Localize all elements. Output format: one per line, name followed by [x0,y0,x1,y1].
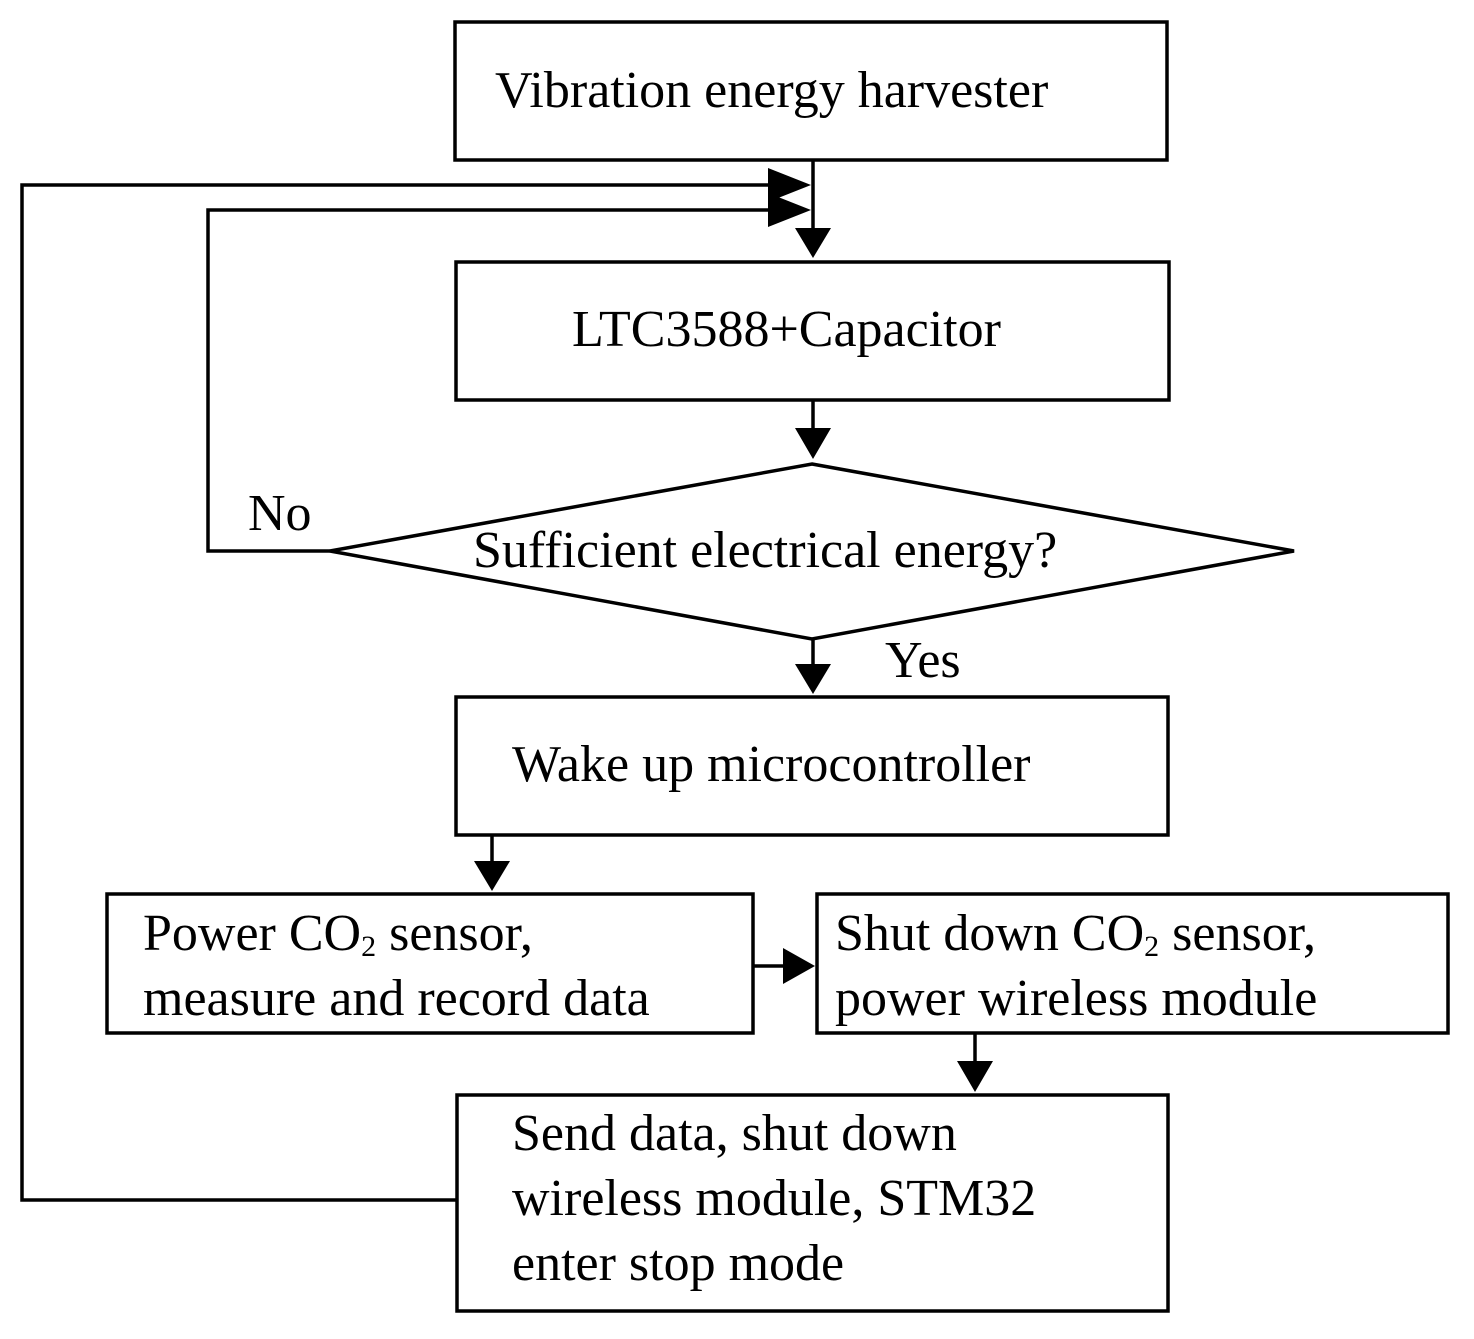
edge-power-to-shutdown-sensor [753,948,815,984]
arrowhead-right-icon [768,168,811,202]
edge-decision-no-loop: No [206,193,811,553]
arrowhead-down-icon [795,228,831,258]
node-label-line3: enter stop mode [512,1235,844,1292]
node-label-line1: Power CO2 sensor, [143,905,533,963]
edge-wake-to-power-sensor [474,835,510,891]
arrowhead-down-icon [957,1061,993,1092]
label-text: sensor, [376,905,533,962]
node-shut-down-co2-sensor: Shut down CO2 sensor, power wireless mod… [815,892,1450,1035]
node-vibration-energy-harvester: Vibration energy harvester [453,20,1169,162]
node-wake-up-microcontroller: Wake up microcontroller [454,695,1170,837]
node-box [105,892,755,1035]
edge-decision-yes: Yes [795,632,961,694]
edge-label-no: No [248,485,312,542]
node-label: Wake up microcontroller [512,736,1031,793]
node-label: Vibration energy harvester [495,62,1048,119]
node-box [815,892,1450,1035]
node-box [453,20,1169,162]
node-label-line2: wireless module, STM32 [512,1170,1036,1227]
node-energy-decision: Sufficient electrical energy? [329,462,1295,641]
arrowhead-down-icon [474,861,510,891]
subscript-2: 2 [361,930,376,963]
edge-label-yes: Yes [885,632,961,689]
node-power-co2-sensor: Power CO2 sensor, measure and record dat… [105,892,755,1035]
edge-send-return-loop [20,168,811,1202]
node-box [454,695,1170,837]
connector-line [206,208,780,553]
arrowhead-right-icon [768,193,811,227]
arrowhead-right-icon [783,948,815,984]
label-text: sensor, [1159,905,1316,962]
subscript-2: 2 [1144,930,1159,963]
node-label-line1: Shut down CO2 sensor, [835,905,1316,963]
edge-shutdown-to-send [957,1033,993,1092]
node-ltc3588-capacitor: LTC3588+Capacitor [454,260,1171,402]
node-send-data: Send data, shut down wireless module, ST… [455,1093,1170,1313]
node-label-line1: Send data, shut down [512,1105,957,1162]
connector-line [20,183,780,1202]
node-label: LTC3588+Capacitor [572,301,1001,358]
arrowhead-down-icon [795,428,831,459]
node-box [455,1093,1170,1313]
edge-harvester-to-ltc [795,160,831,258]
arrowhead-down-icon [795,664,831,694]
node-label: Sufficient electrical energy? [473,522,1057,579]
label-text: Power CO [143,905,361,962]
label-text: Shut down CO [835,905,1144,962]
node-label-line2: power wireless module [835,970,1317,1027]
node-box [454,260,1171,402]
edge-ltc-to-decision [795,400,831,459]
node-label-line2: measure and record data [143,970,650,1027]
